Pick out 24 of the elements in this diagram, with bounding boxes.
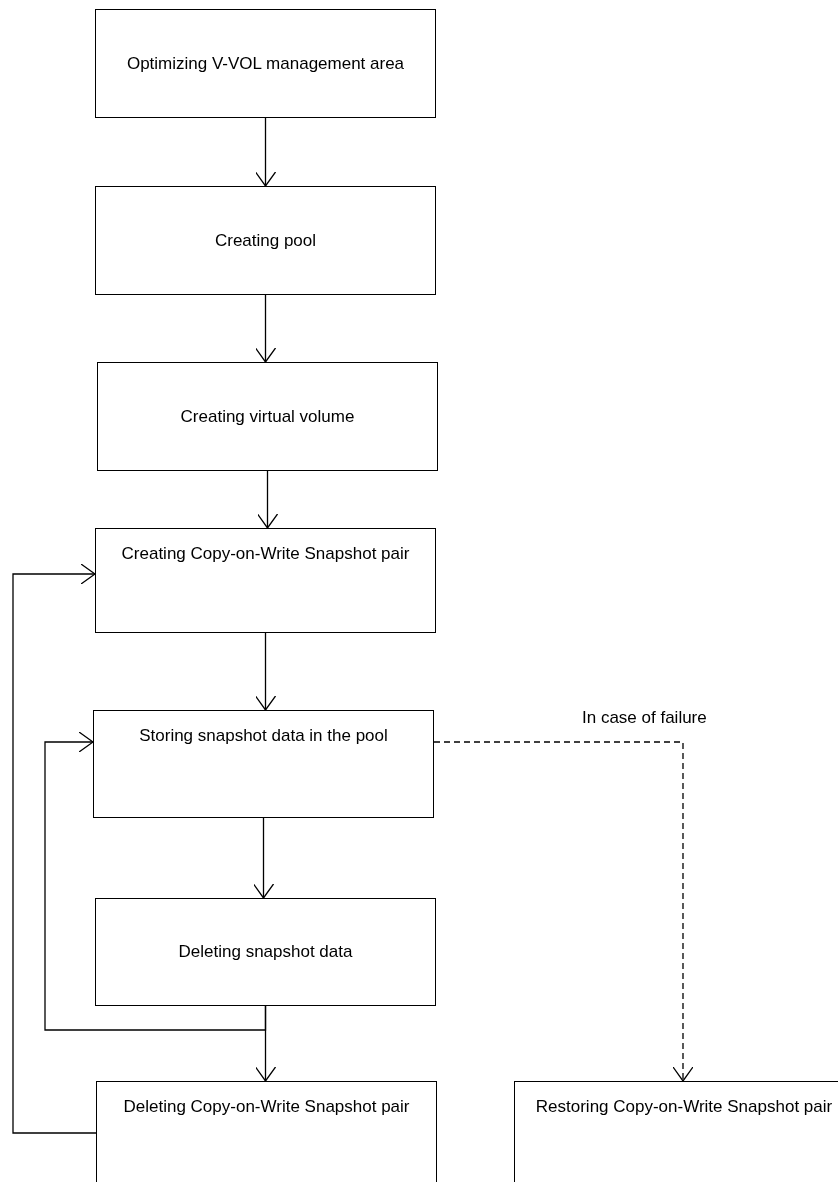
dashed-arrow — [433, 741, 694, 1082]
process-box — [95, 528, 436, 633]
process-box — [95, 9, 436, 118]
process-box — [514, 1081, 838, 1182]
step-label: Creating pool — [214, 229, 317, 252]
step-label: Optimizing V-VOL management area — [126, 52, 405, 75]
process-box — [97, 362, 438, 471]
step-label: Deleting Copy-on-Write Snapshot pair — [123, 1096, 410, 1118]
step-label: Creating Copy-on-Write Snapshot pair — [121, 543, 410, 565]
arrow — [44, 731, 267, 1031]
arrow — [252, 817, 275, 899]
process-box — [95, 186, 436, 295]
step-label: Restoring Copy-on-Write Snapshot pair — [535, 1096, 833, 1118]
process-box — [95, 898, 436, 1006]
arrow — [254, 294, 277, 363]
step-label: Creating virtual volume — [180, 405, 355, 428]
arrow — [254, 632, 277, 711]
process-box — [96, 1081, 437, 1182]
arrow — [12, 563, 97, 1134]
arrow — [256, 470, 279, 529]
process-box — [93, 710, 434, 818]
step-label: Deleting snapshot data — [178, 941, 353, 963]
step-label: Storing snapshot data in the pool — [139, 725, 388, 747]
arrow — [254, 117, 277, 187]
